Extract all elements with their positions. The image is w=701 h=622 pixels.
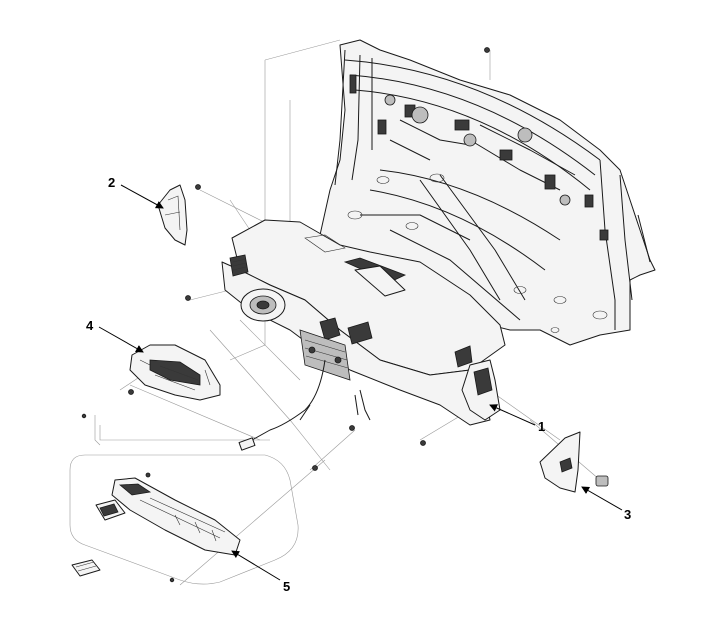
callout-3-arrow xyxy=(581,486,623,511)
callout-2-group: 2 xyxy=(108,175,164,209)
callout-2-label: 2 xyxy=(108,175,115,190)
callout-5-group: 5 xyxy=(231,550,290,594)
part-2-side-cover xyxy=(157,184,188,246)
part-3-side-cover xyxy=(539,431,609,493)
callout-1-group: 1 xyxy=(489,404,545,434)
callout-5-label: 5 xyxy=(283,579,290,594)
crash-pad-assembly xyxy=(221,219,506,451)
callout-1-label: 1 xyxy=(538,419,545,434)
callout-4-arrow xyxy=(98,326,144,353)
callout-5-arrow xyxy=(231,550,281,581)
part-5-lower-pad xyxy=(69,415,299,585)
callout-2-arrow xyxy=(120,184,164,209)
callout-4-group: 4 xyxy=(86,318,144,353)
callout-1-arrow xyxy=(489,404,536,426)
fasteners xyxy=(81,184,426,583)
callout-4-label: 4 xyxy=(86,318,94,333)
callout-3-group: 3 xyxy=(581,486,631,522)
part-4-lower-panel xyxy=(129,344,221,401)
callout-3-label: 3 xyxy=(624,507,631,522)
